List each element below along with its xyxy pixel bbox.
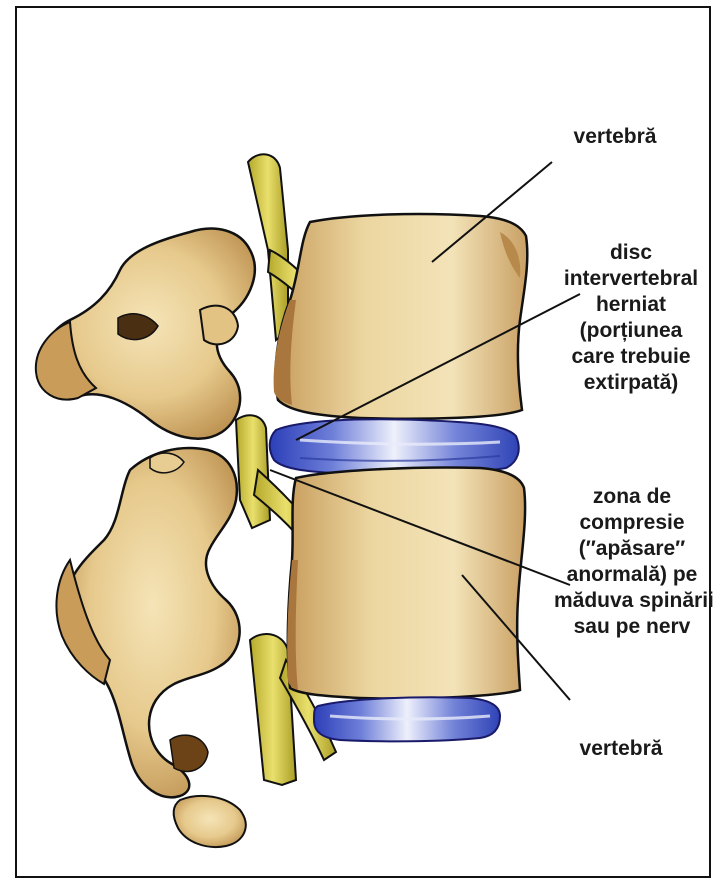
disc-line-4: (porțiunea (556, 318, 706, 344)
disc-line-1: disc (556, 240, 706, 266)
label-herniated-disc: disc intervertebral herniat (porțiunea c… (556, 240, 706, 396)
disc-line-3: herniat (556, 292, 706, 318)
compression-line-6: sau pe nerv (554, 614, 710, 640)
disc-line-6: extirpată) (556, 370, 706, 396)
disc-line-5: care trebuie (556, 344, 706, 370)
disc-line-2: intervertebral (556, 266, 706, 292)
compression-line-1: zona de (554, 484, 710, 510)
label-compression-zone: zona de compresie (″apăsare″ anormală) p… (554, 484, 710, 640)
compression-line-2: compresie (554, 510, 710, 536)
compression-line-4: anormală) pe (554, 562, 710, 588)
label-vertebra-top: vertebră (540, 124, 690, 150)
herniated-disc (270, 419, 519, 474)
lower-disc (314, 697, 500, 741)
label-vertebra-bottom: vertebră (546, 736, 696, 762)
compression-line-5: măduva spinării (554, 588, 710, 614)
compression-line-3: (″apăsare″ (554, 536, 710, 562)
bottom-vertebra-fragment (174, 796, 246, 847)
